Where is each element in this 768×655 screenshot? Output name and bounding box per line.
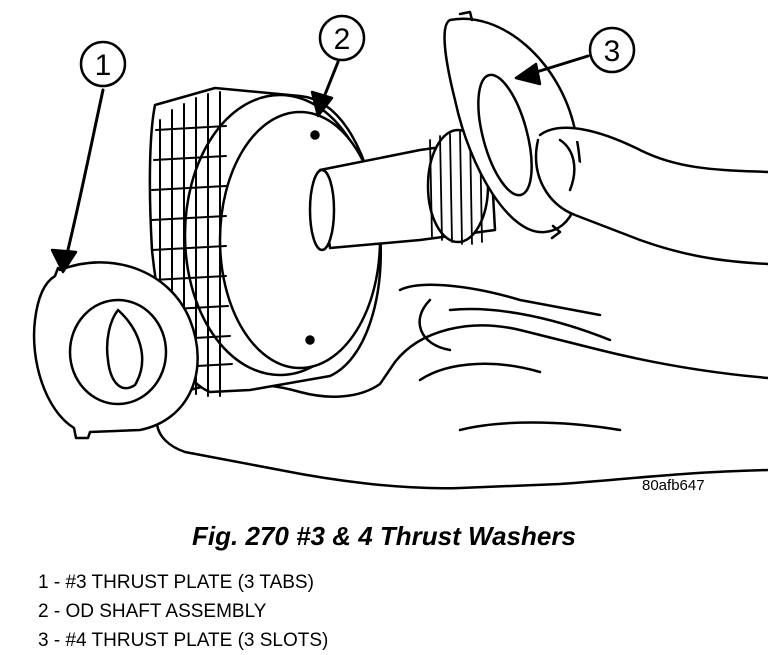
thrust-plate-3 xyxy=(32,261,199,440)
middle-hand xyxy=(398,283,612,352)
legend: 1 - #3 THRUST PLATE (3 TABS) 2 - OD SHAF… xyxy=(38,568,328,655)
legend-item-3: 3 - #4 THRUST PLATE (3 SLOTS) xyxy=(38,630,329,651)
callout-3-arrowhead xyxy=(514,62,542,86)
callout-1-leader xyxy=(63,88,105,264)
callout-3-number: 3 xyxy=(604,35,621,68)
callout-2-circle xyxy=(318,14,366,62)
output-shaft xyxy=(308,128,497,252)
callout-3-circle xyxy=(588,26,636,74)
callout-1-circle xyxy=(79,40,127,88)
reference-code: 80afb647 xyxy=(642,477,705,494)
callout-2-number: 2 xyxy=(334,23,351,56)
callout-2-arrowhead xyxy=(310,90,334,118)
od-shaft-drum xyxy=(148,86,382,397)
figure-caption: Fig. 270 #3 & 4 Thrust Washers xyxy=(192,521,576,551)
thrust-washer-illustration: 1 2 3 xyxy=(32,10,768,490)
legend-item-1: 1 - #3 THRUST PLATE (3 TABS) xyxy=(38,572,314,593)
upper-hand xyxy=(534,126,768,266)
callout-1-arrowhead xyxy=(50,248,78,274)
callout-3-leader xyxy=(528,54,590,76)
legend-item-2: 2 - OD SHAFT ASSEMBLY xyxy=(38,601,267,622)
callout-1-number: 1 xyxy=(95,49,112,82)
lower-hand-fingers xyxy=(393,324,768,432)
